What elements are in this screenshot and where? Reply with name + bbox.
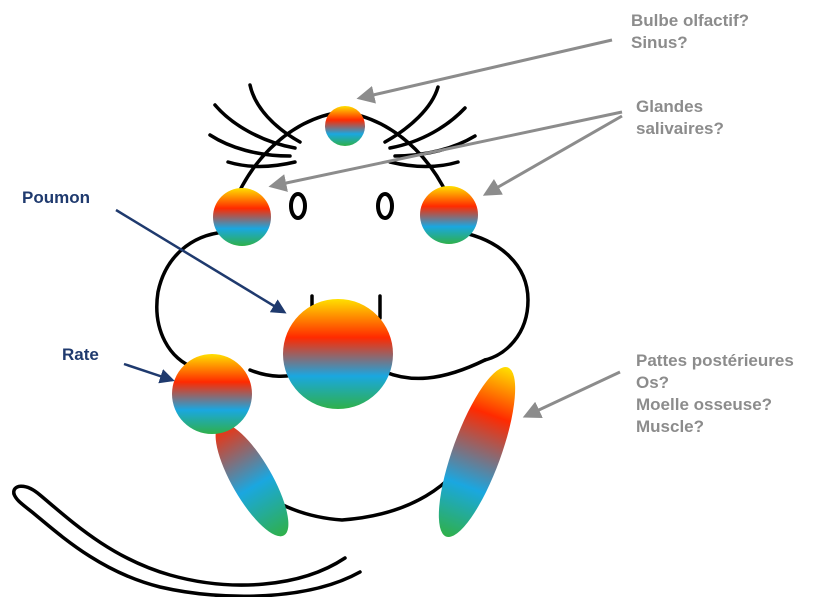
right-eye (378, 194, 392, 218)
spleen-label: Rate (62, 344, 99, 366)
left-hind-leg-signal (203, 415, 302, 546)
spleen-signal (172, 354, 252, 434)
spleen-arrow (124, 364, 172, 380)
olfactory-arrow (360, 40, 612, 98)
left-eye (291, 194, 305, 218)
organ-signals (172, 106, 478, 434)
lung-label: Poumon (22, 187, 90, 209)
hind-legs-arrow (526, 372, 620, 416)
hind-legs-label-line3: Moelle osseuse? (636, 394, 794, 416)
olfactory-label-line2: Sinus? (631, 32, 749, 54)
salivary-label-line2: salivaires? (636, 118, 724, 140)
salivary-label: Glandes salivaires? (636, 96, 724, 140)
hind-legs-label-line4: Muscle? (636, 416, 794, 438)
hind-legs-label-line1: Pattes postérieures (636, 350, 794, 372)
left-salivary-signal (213, 188, 271, 246)
olfactory-label: Bulbe olfactif? Sinus? (631, 10, 749, 54)
mouse-tail (14, 486, 360, 596)
lung-signal (283, 299, 393, 409)
salivary-label-line1: Glandes (636, 96, 724, 118)
olfactory-signal (325, 106, 365, 146)
mouse-eyes (291, 194, 392, 218)
hind-legs-label-line2: Os? (636, 372, 794, 394)
right-salivary-signal (420, 186, 478, 244)
hind-legs-label: Pattes postérieures Os? Moelle osseuse? … (636, 350, 794, 438)
olfactory-label-line1: Bulbe olfactif? (631, 10, 749, 32)
right-hind-leg-signal (424, 359, 531, 545)
